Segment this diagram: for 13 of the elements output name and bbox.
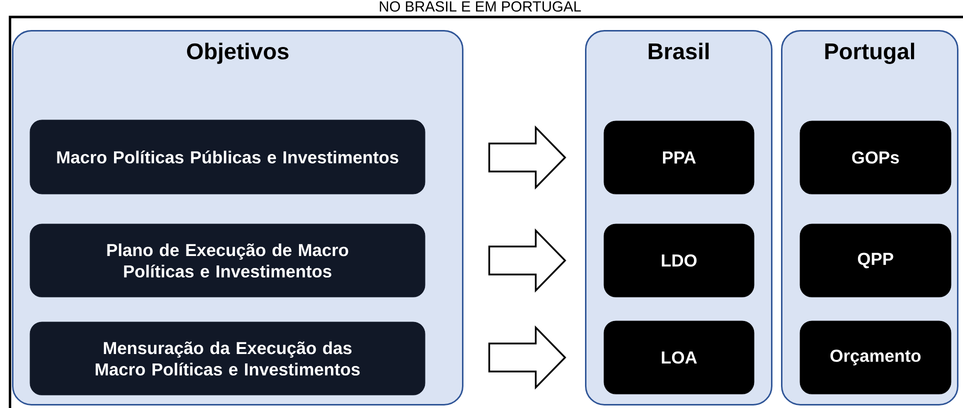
process-box: Macro Políticas Públicas e Investimentos xyxy=(30,120,426,194)
process-box: Orçamento xyxy=(800,320,952,394)
block-arrow xyxy=(488,125,566,190)
block-arrow xyxy=(488,228,566,293)
process-box: PPA xyxy=(604,120,754,194)
process-box: LDO xyxy=(604,224,754,298)
process-box: GOPs xyxy=(800,120,952,194)
process-box: Mensuração da Execução das Macro Políticas e Investimentos xyxy=(30,322,426,396)
block-arrow xyxy=(488,325,566,390)
process-box: QPP xyxy=(800,224,952,298)
process-box: LOA xyxy=(604,320,754,394)
process-box: Plano de Execução de Macro Políticas e Investimentos xyxy=(30,224,426,298)
diagram-title: NO BRASIL E EM PORTUGAL xyxy=(380,1,581,12)
